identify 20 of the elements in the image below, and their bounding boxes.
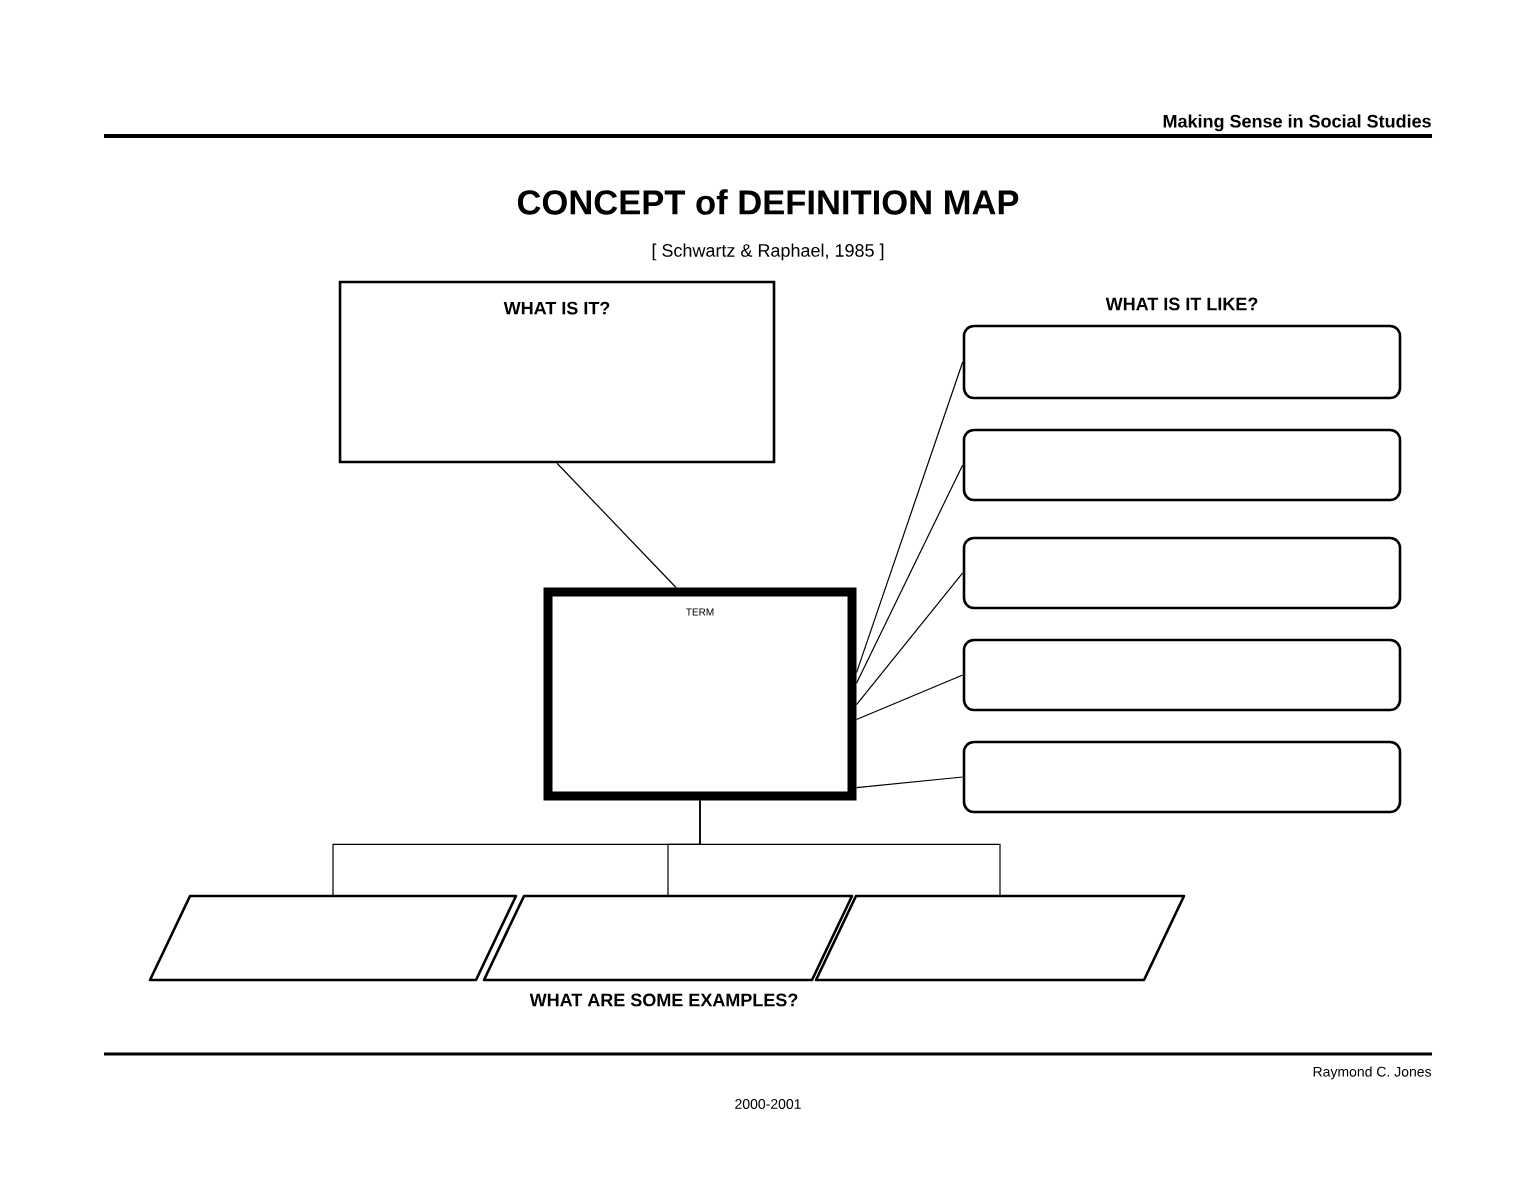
example-parallelogram <box>814 894 1186 982</box>
citation: [ Schwartz & Raphael, 1985 ] <box>652 243 884 261</box>
example-parallelogram <box>148 894 518 982</box>
answer-box <box>962 324 1402 400</box>
title: CONCEPT of DEFINITION MAP <box>517 189 1019 215</box>
connector-line <box>855 776 964 789</box>
example-parallelogram <box>482 894 854 982</box>
header-text: Making Sense in Social Studies <box>1163 114 1431 132</box>
connector-line <box>699 799 1001 897</box>
connector-line <box>855 361 964 674</box>
answer-box <box>962 740 1402 814</box>
connector-line <box>855 572 964 706</box>
answer-box <box>962 536 1402 610</box>
answer-box <box>962 638 1402 712</box>
connector-line <box>556 462 677 589</box>
answer-box <box>962 428 1402 502</box>
definition-box: WHAT IS IT? <box>338 280 776 464</box>
connector-line <box>855 464 964 684</box>
connector-line <box>855 674 964 721</box>
heading: WHAT ARE SOME EXAMPLES? <box>529 993 798 1007</box>
